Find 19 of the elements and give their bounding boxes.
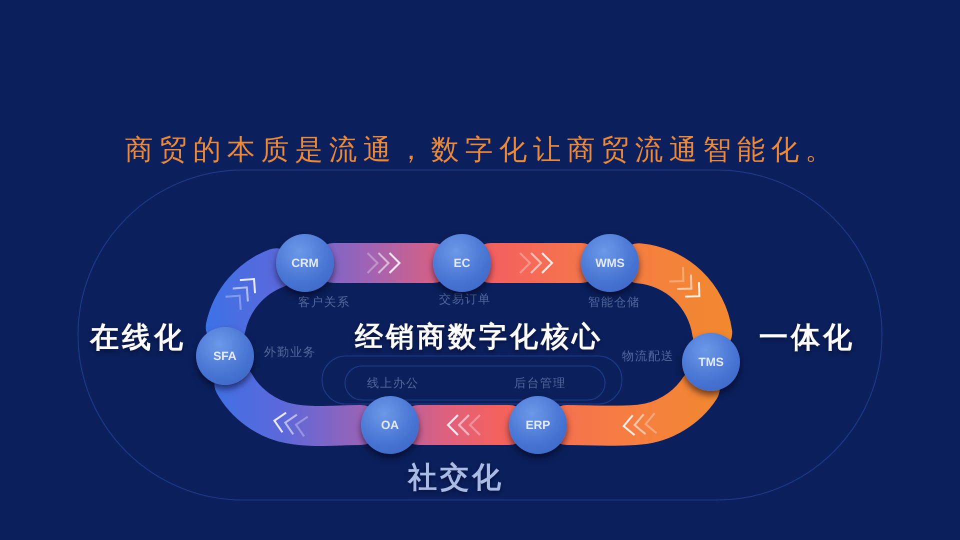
module-caption: 外勤业务 [264, 345, 316, 359]
side-label: 社交化 [408, 459, 504, 496]
side-label: 一体化 [759, 319, 855, 356]
module-caption: 智能仓储 [588, 295, 640, 309]
module-circle: CRM [276, 234, 334, 292]
module-circle: TMS [682, 332, 740, 391]
module-caption: 线上办公 [367, 376, 419, 390]
module-caption: 交易订单 [439, 292, 491, 306]
module-caption: 后台管理 [514, 376, 566, 390]
module-caption: 客户关系 [298, 295, 350, 309]
side-label: 在线化 [90, 319, 186, 356]
module-circle: ERP [508, 396, 567, 454]
module-circle: EC [433, 234, 491, 292]
module-circle: OA [360, 396, 419, 454]
module-caption: 物流配送 [622, 349, 674, 363]
page-title: 商贸的本质是流通，数字化让商贸流通智能化。 [125, 132, 839, 168]
center-heading: 经销商数字化核心 [355, 319, 603, 355]
module-circle: SFA [196, 327, 254, 386]
module-circle: WMS [581, 234, 639, 292]
